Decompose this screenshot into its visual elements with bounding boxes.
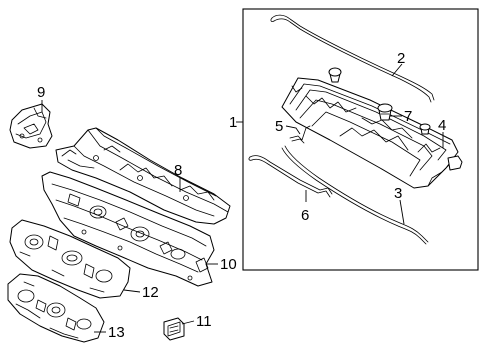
part-10-dash-panel xyxy=(41,171,215,287)
callout-12: 12 xyxy=(142,284,159,301)
callout-5: 5 xyxy=(275,118,283,135)
callout-3: 3 xyxy=(394,185,402,202)
leader-lines xyxy=(41,63,444,333)
part-5-rod xyxy=(289,125,311,144)
assembly-frame xyxy=(242,8,479,271)
part-6-seal xyxy=(248,155,333,198)
callout-13: 13 xyxy=(108,324,125,341)
callout-7: 7 xyxy=(404,108,412,125)
callout-9: 9 xyxy=(37,84,45,101)
callout-11: 11 xyxy=(196,313,212,330)
part-3-seal-strip xyxy=(281,145,429,245)
callout-1: 1 xyxy=(229,114,237,131)
callout-6: 6 xyxy=(301,207,309,224)
callout-4: 4 xyxy=(438,117,446,134)
callout-10: 10 xyxy=(220,256,237,273)
part-11-grommet xyxy=(163,317,185,341)
callout-2: 2 xyxy=(397,50,405,67)
callout-8: 8 xyxy=(174,162,182,179)
part-9-bracket xyxy=(9,103,53,149)
part-8-cowl-panel xyxy=(55,127,231,225)
callout-labels: 1 2 3 4 5 6 7 8 9 10 11 12 13 xyxy=(37,50,446,341)
part-13-insulator xyxy=(7,273,105,343)
clip xyxy=(328,67,342,83)
part-2-seal xyxy=(270,14,435,103)
part-7-clip xyxy=(377,103,393,121)
part-12-insulator xyxy=(9,219,131,299)
part-4-cowl-grille xyxy=(281,77,463,189)
